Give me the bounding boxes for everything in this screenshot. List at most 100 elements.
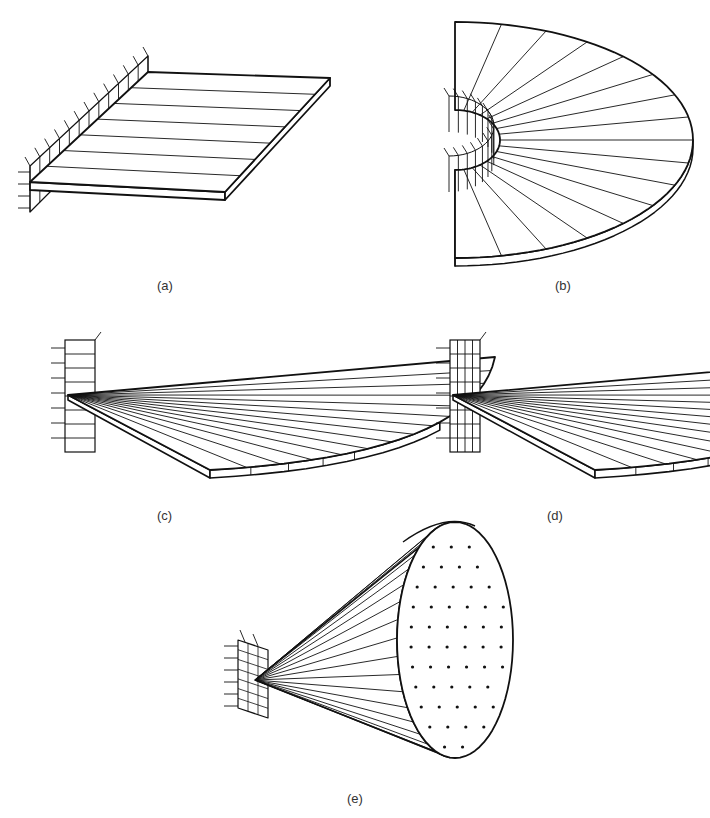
hatch-mark [104,84,109,93]
hatch-mark [94,93,99,102]
hatch-mark [224,694,238,695]
surface-dot [411,665,414,668]
surface-dot [448,605,451,608]
surface-dot [443,745,446,748]
hatch-mark [224,658,238,659]
hatch-mark [436,423,450,424]
hatch-mark [51,423,65,424]
hatch-mark [51,438,65,439]
hatch-mark [240,630,245,642]
edge-tick [708,458,709,466]
meridian-line [255,680,407,708]
hatch-mark [64,120,69,129]
surface-dot [464,645,467,648]
clamp-grid [449,96,450,132]
hatch-mark [84,102,89,111]
surface-dot [456,705,459,708]
hatch-mark [25,157,30,166]
radial-line [499,146,688,163]
radial-line [497,95,675,129]
hatch-mark [74,111,79,120]
clamp-grid [238,650,268,660]
meridian-line [255,680,428,744]
hatch-mark [114,75,119,84]
surface-dot [410,645,413,648]
sector-plate-figure [436,332,710,478]
clamp-wall [449,96,494,156]
surface-dot [470,585,473,588]
surface-dot [440,565,443,568]
meridian-line [255,555,415,680]
hatch-mark [45,139,50,148]
meridian-line [255,680,420,734]
hatch-mark [436,363,450,364]
clamp-grid [467,99,468,135]
radial-line [499,117,688,134]
fan-line [68,395,475,396]
surface-dot [482,645,485,648]
hatch-mark [453,89,458,97]
surface-dot [432,685,435,688]
strip-line [64,151,255,160]
edge-tick [250,467,251,475]
hatch-mark [477,138,482,146]
plate-face [453,357,710,470]
surface-dot [422,565,425,568]
clamp-grid [248,643,249,711]
meridian-line [255,680,413,722]
hatch-mark [436,438,450,439]
hatch-mark [444,148,449,156]
fan-line [68,395,464,406]
meridian-line [255,680,436,752]
surface-dot [420,705,423,708]
radial-line [487,161,623,223]
clamp-grid [65,368,95,369]
hatch-mark [487,127,492,135]
radial-line [480,42,587,115]
surface-dot [446,625,449,628]
hatch-mark [436,348,450,349]
fan-line [68,395,392,442]
hatch-mark [18,172,30,173]
edge-tick [288,463,289,471]
hatch-mark [453,147,458,155]
clamp-grid [238,698,268,708]
surface-dot [410,625,413,628]
fan-line [68,395,368,449]
hatch-mark [35,148,40,157]
hatch-mark [55,130,60,139]
hatch-mark [436,378,450,379]
surface-dot [482,725,485,728]
surface-dot [483,665,486,668]
surface-dot [468,685,471,688]
fan-line [68,395,247,467]
meridian-line [255,527,438,680]
hatch-mark [224,682,238,683]
clamp-grid [482,106,483,142]
radial-line [492,157,652,206]
figure-label: (e) [345,791,365,806]
hatch-mark [470,142,475,150]
surface-dot [430,605,433,608]
fan-line [453,395,710,455]
clamp-grid [458,97,459,133]
fan-line [68,395,312,460]
clamp-grid [238,689,268,699]
figure-label: (b) [553,278,573,293]
hatch-mark [444,88,449,96]
clamp-grid [475,150,476,186]
meridian-line [255,569,409,680]
surface-dot [465,665,468,668]
clamp-grid [491,135,492,171]
fan-line [453,395,632,467]
surface-dot [428,645,431,648]
hatch-mark [51,348,65,349]
surface-dot [446,725,449,728]
hatch-mark [436,393,450,394]
fan-line [453,395,710,396]
fan-line [453,383,710,395]
clamp-grid [493,129,494,165]
fan-line [453,371,710,395]
hatch-mark [224,646,238,647]
figure-label: (a) [155,278,175,293]
